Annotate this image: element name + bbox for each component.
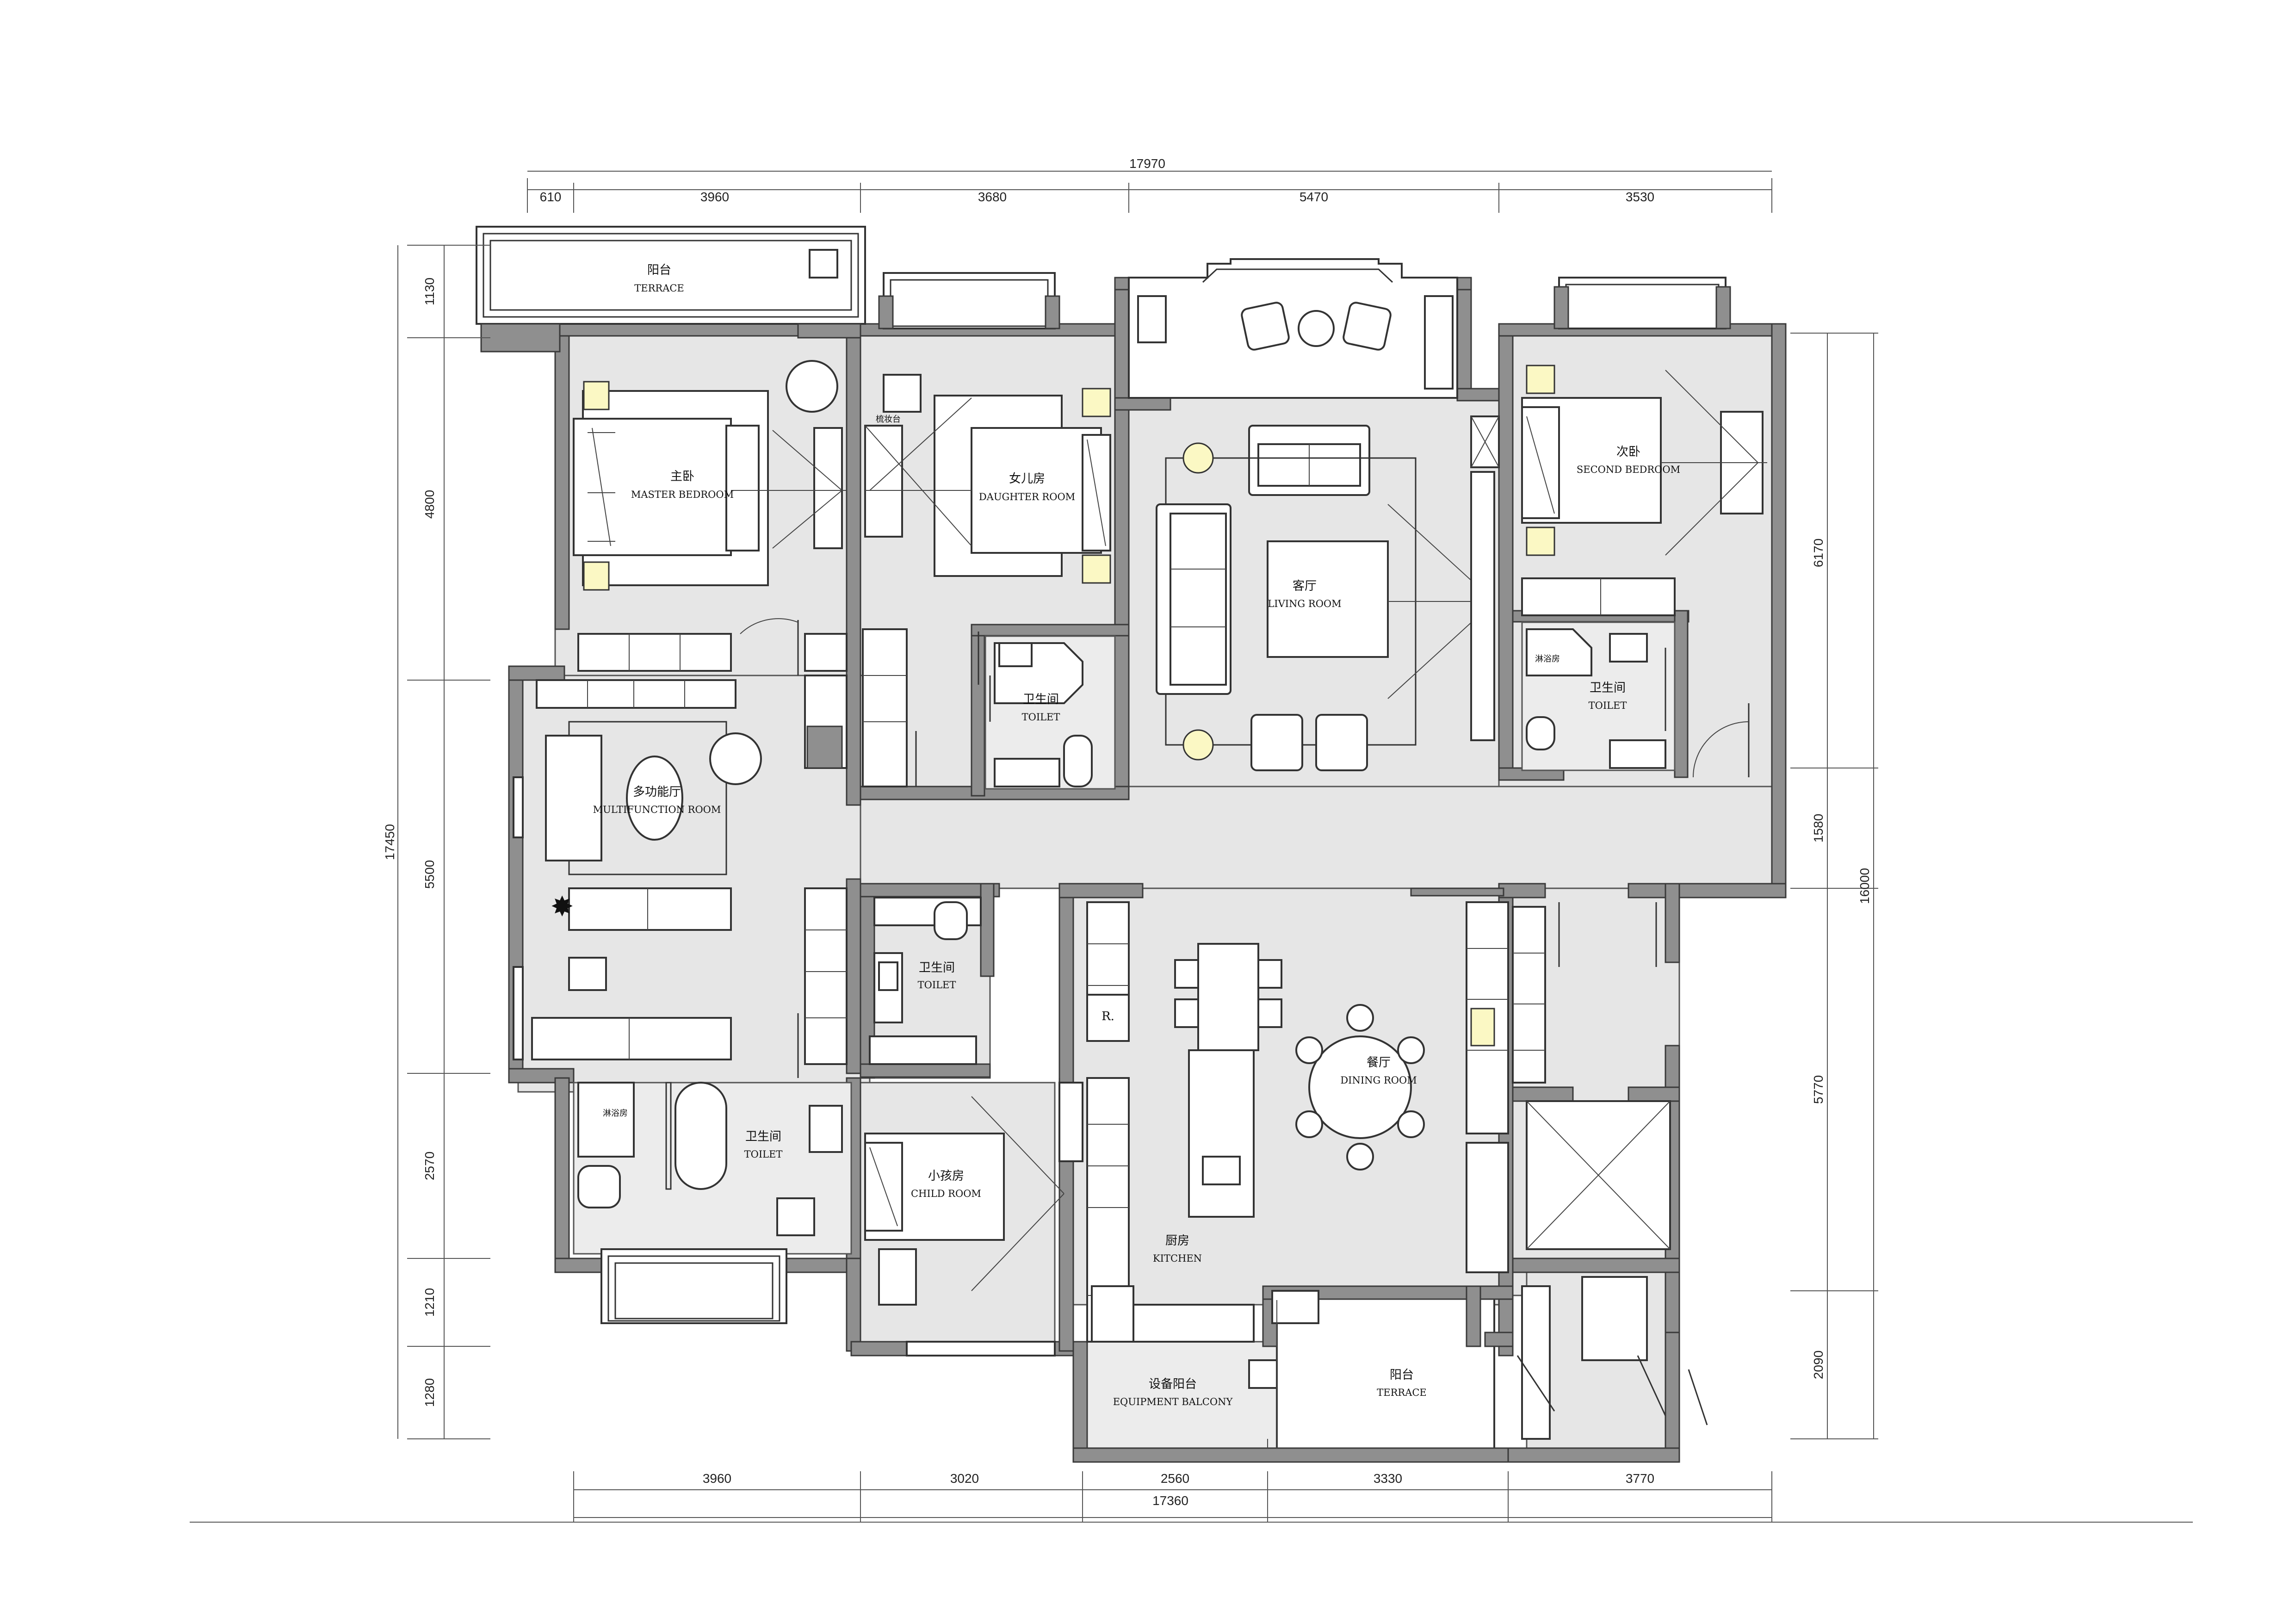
dimension-lines [190,171,2193,1523]
dim-left-3: 5500 [422,860,437,889]
daughter-bay-window [878,272,1060,329]
child-room-label-en: CHILD ROOM [911,1188,981,1199]
child-room-label-cn: 小孩房 [928,1169,964,1183]
living-room [1156,415,1500,771]
multifunction-room-label-en: MULTIFUNCTION ROOM [593,804,721,815]
room-labels: 阳台 TERRACE 主卧 MASTER BEDROOM 梳妆台 女儿房 DAU… [593,263,1681,1407]
second-toilet-label-cn: 卫生间 [1590,681,1626,695]
middle-toilet-label-en: TOILET [918,979,956,991]
middle-toilet-label-cn: 卫生间 [919,961,955,975]
dim-left-6: 1280 [422,1378,437,1407]
equipment-balcony-label-en: EQUIPMENT BALCONY [1113,1396,1233,1407]
dim-top-1: 610 [540,190,562,204]
dim-right-total: 16000 [1857,868,1872,904]
dim-left-1: 1130 [422,278,437,305]
second-toilet [1521,621,1750,778]
dining-room-label-cn: 餐厅 [1367,1056,1391,1070]
dining-room-label-en: DINING ROOM [1340,1075,1417,1086]
dim-top-5: 3530 [1626,190,1654,204]
dressing-table-label: 梳妆台 [876,415,901,424]
multifunction-room: ✸ [513,679,762,1060]
dim-top-total: 17970 [1129,156,1165,171]
equipment-balcony-label-cn: 设备阳台 [1149,1377,1197,1391]
svg-text:✸: ✸ [551,891,574,923]
daughter-toilet-label-en: TOILET [1022,712,1060,723]
dimension-text: 17970 610 3960 3680 5470 3530 3960 3020 … [383,156,1872,1508]
terrace-top-label-cn: 阳台 [647,263,671,277]
dim-bottom-total: 17360 [1152,1493,1188,1508]
terrace-bottom-label-en: TERRACE [1377,1387,1427,1398]
multifunction-room-label-cn: 多功能厅 [633,785,681,799]
master-toilet-label-en: TOILET [744,1149,783,1160]
dim-left-2: 4800 [422,490,437,519]
lift-area [1516,1276,1708,1440]
second-shower-label: 淋浴房 [1535,654,1560,664]
dim-left-5: 1210 [422,1288,437,1317]
daughter-toilet [984,635,1116,790]
master-shower-label: 淋浴房 [603,1109,628,1118]
dim-bottom-2: 3020 [950,1471,979,1486]
dim-top-3: 3680 [978,190,1007,204]
bottom-balconies [1091,1285,1514,1448]
dim-top-4: 5470 [1300,190,1328,204]
second-bay-window [1553,277,1731,329]
master-bedroom [573,360,848,769]
terrace-top-label-en: TERRACE [634,283,684,294]
master-bedroom-label-en: MASTER BEDROOM [631,489,734,500]
kitchen-label-cn: 厨房 [1165,1234,1189,1248]
dim-right-4: 2090 [1811,1350,1826,1379]
master-toilet [573,1082,852,1324]
second-toilet-label-en: TOILET [1589,700,1627,711]
terrace-bottom-label-cn: 阳台 [1390,1368,1414,1382]
dim-top-2: 3960 [700,190,729,204]
second-bedroom-label-en: SECOND BEDROOM [1577,464,1680,475]
daughter-room-label-cn: 女儿房 [1009,472,1045,486]
living-bay-window [1128,258,1458,399]
dim-right-2: 1580 [1811,814,1826,842]
master-bedroom-label-cn: 主卧 [670,470,694,483]
dim-bottom-5: 3770 [1626,1471,1654,1486]
dim-left-4: 2570 [422,1152,437,1180]
dim-bottom-4: 3330 [1374,1471,1402,1486]
second-bedroom [1521,365,1767,616]
dining-kitchen [1086,901,1671,1343]
fridge-label: R. [1102,1010,1114,1023]
kitchen-label-en: KITCHEN [1153,1253,1202,1264]
corridor-cabinets [797,887,848,1078]
terrace-top-left [476,226,866,353]
second-bedroom-label-cn: 次卧 [1616,445,1640,459]
dim-bottom-3: 2560 [1161,1471,1189,1486]
child-room [864,1078,1083,1357]
daughter-room [862,374,1111,787]
dim-bottom-1: 3960 [703,1471,731,1486]
middle-toilet [869,897,982,1065]
living-room-label-cn: 客厅 [1293,579,1317,593]
dim-left-total: 17450 [383,824,397,860]
dim-right-3: 5770 [1811,1075,1826,1104]
master-toilet-label-cn: 卫生间 [745,1130,781,1144]
daughter-toilet-label-cn: 卫生间 [1023,693,1059,706]
living-room-label-en: LIVING ROOM [1268,598,1341,609]
dim-right-1: 6170 [1811,539,1826,567]
daughter-room-label-en: DAUGHTER ROOM [979,491,1075,502]
